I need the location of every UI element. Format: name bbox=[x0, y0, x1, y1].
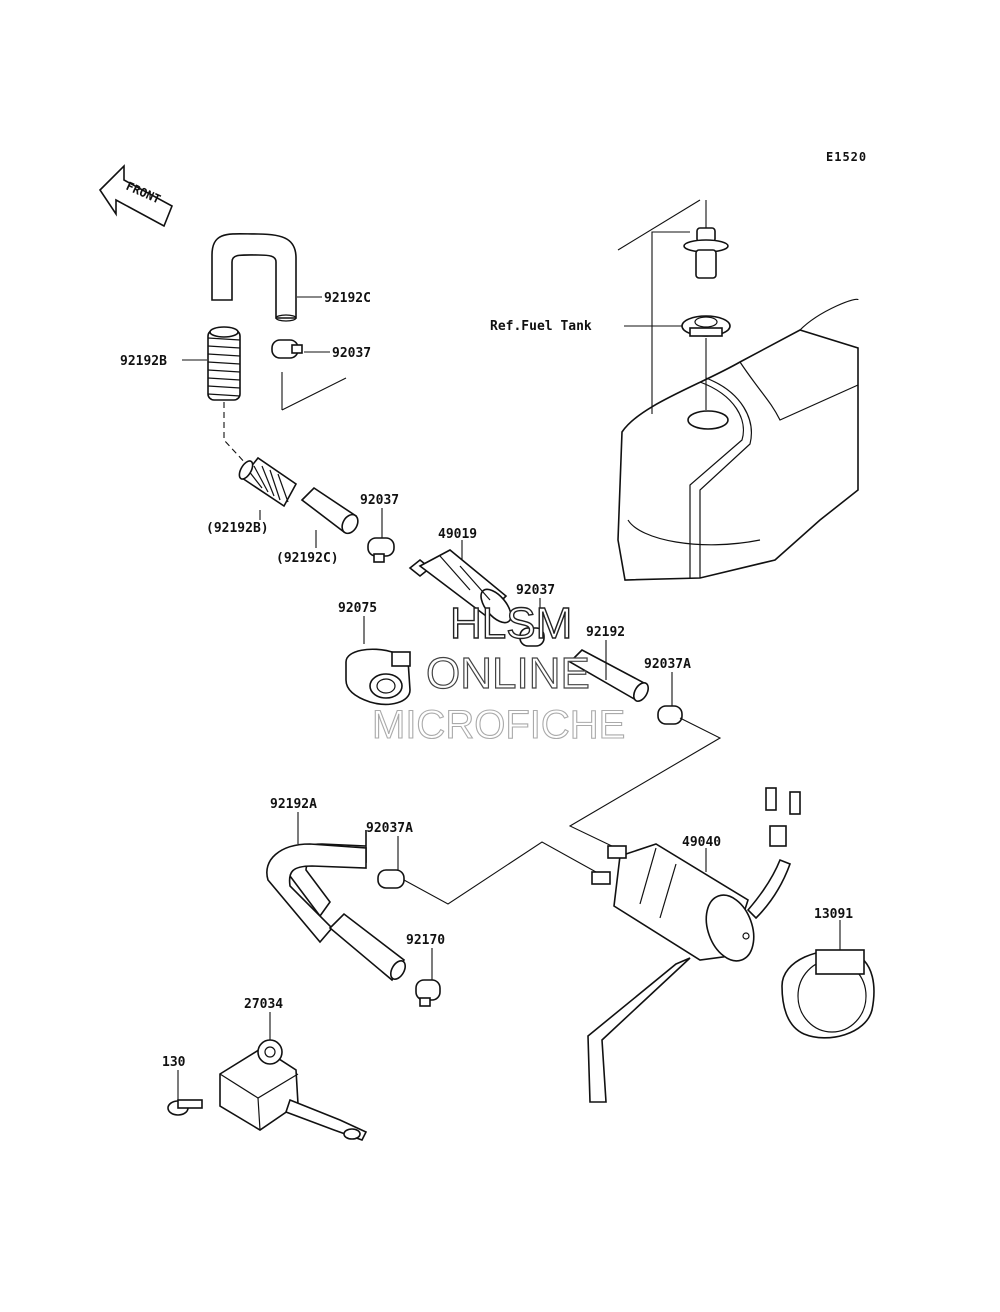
spring-92192B bbox=[207, 326, 241, 401]
relay-27034 bbox=[219, 1039, 368, 1141]
label-49019: 49019 bbox=[438, 527, 477, 542]
label-92192A: 92192A bbox=[270, 797, 317, 812]
label-13091: 13091 bbox=[814, 907, 853, 922]
clamp-92037-mid bbox=[367, 537, 395, 563]
label-130: 130 bbox=[162, 1055, 186, 1070]
clamp-92037A-left bbox=[377, 869, 405, 889]
label-92170: 92170 bbox=[406, 933, 445, 948]
label-49040: 49040 bbox=[682, 835, 721, 850]
label-92037A-right: 92037A bbox=[644, 657, 691, 672]
label-92037A-left: 92037A bbox=[366, 821, 413, 836]
label-92037-top: 92037 bbox=[332, 346, 371, 361]
pipe-92192 bbox=[568, 649, 650, 702]
bolt-130 bbox=[167, 1099, 203, 1116]
tank-fitting bbox=[681, 227, 731, 337]
pipe-92192C bbox=[300, 486, 359, 535]
clamp-92037-filter bbox=[519, 627, 545, 647]
label-92075: 92075 bbox=[338, 601, 377, 616]
ref-fuel-tank-label: Ref.Fuel Tank bbox=[490, 319, 592, 334]
hose-92192C bbox=[211, 232, 297, 322]
hose-92192A bbox=[266, 830, 407, 982]
label-92037-mid: 92037 bbox=[360, 493, 399, 508]
watermark-line3: MICROFICHE bbox=[372, 703, 625, 747]
label-92192B: 92192B bbox=[120, 354, 167, 369]
label-92192B-paren: (92192B) bbox=[206, 521, 269, 536]
label-27034: 27034 bbox=[244, 997, 283, 1012]
band-13091 bbox=[781, 949, 875, 1039]
clamp-92037-top bbox=[271, 339, 303, 359]
watermark: HLSM ONLINE MICROFICHE bbox=[371, 598, 625, 747]
clamp-92037A-right bbox=[657, 705, 683, 725]
label-92192: 92192 bbox=[586, 625, 625, 640]
label-92192C: 92192C bbox=[324, 291, 371, 306]
label-92192C-paren: (92192C) bbox=[276, 551, 339, 566]
front-arrow-icon: FRONT bbox=[98, 164, 174, 228]
watermark-line2: ONLINE bbox=[426, 649, 590, 698]
clamp-92170 bbox=[415, 979, 441, 1007]
fuel-filter-49019 bbox=[408, 549, 512, 624]
spring-92192B-lower bbox=[238, 456, 298, 508]
watermark-line1: HLSM bbox=[450, 599, 572, 648]
label-92037-filter: 92037 bbox=[516, 583, 555, 598]
diagram-code: E1520 bbox=[826, 150, 867, 164]
holder-92075 bbox=[345, 648, 411, 706]
fuel-pump-49040 bbox=[587, 787, 801, 1103]
fuel-tank bbox=[617, 298, 859, 581]
